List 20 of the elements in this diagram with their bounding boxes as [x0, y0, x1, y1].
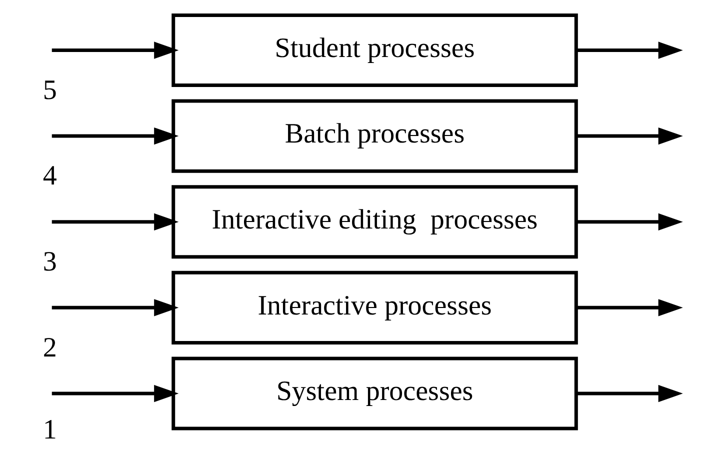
- arrow: [576, 42, 683, 59]
- arrow: [52, 213, 179, 230]
- node-box: Student processes: [172, 13, 578, 88]
- arrow: [576, 127, 683, 145]
- arrow: [576, 299, 683, 316]
- label: 4: [42, 160, 57, 192]
- label: 3: [42, 246, 57, 278]
- arrow: [576, 384, 683, 402]
- arrow: [52, 384, 179, 402]
- node-box: Interactive editing processes: [172, 185, 578, 259]
- label: 2: [42, 332, 57, 364]
- node-box: System processes: [172, 356, 578, 430]
- label: 1: [42, 414, 57, 446]
- arrow: [52, 127, 179, 145]
- node-box: Batch processes: [172, 99, 578, 173]
- label: 5: [42, 74, 57, 106]
- arrow: [576, 213, 683, 230]
- arrow: [52, 42, 179, 59]
- arrow: [52, 299, 179, 316]
- node-box: Interactive processes: [172, 270, 578, 344]
